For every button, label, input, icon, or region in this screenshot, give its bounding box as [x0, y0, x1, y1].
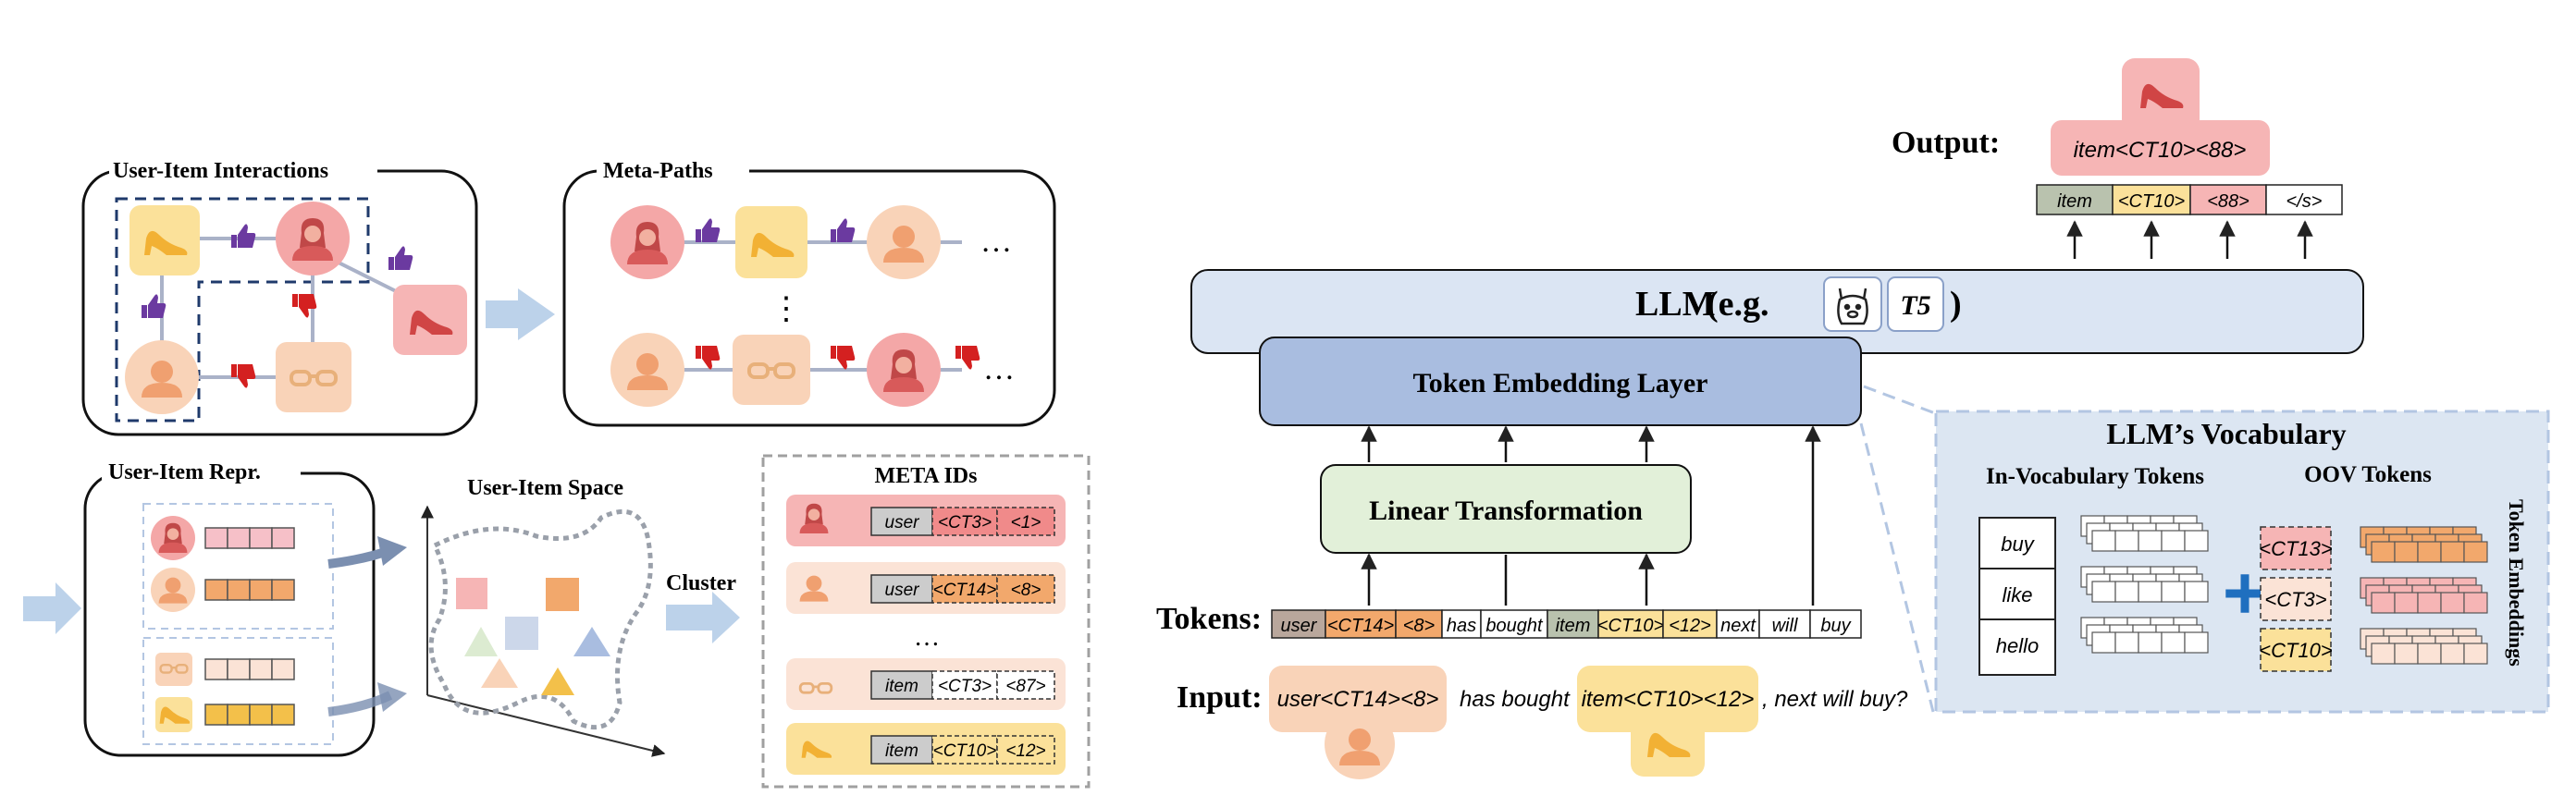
oov-word: <CT13> — [2259, 537, 2333, 560]
token-cell — [1809, 609, 1862, 639]
token-text: buy — [1820, 616, 1851, 636]
token-cell — [1758, 609, 1811, 639]
oov-word: <CT3> — [2264, 588, 2326, 611]
token-text: next — [1720, 616, 1756, 636]
plus-icon — [2225, 574, 2264, 613]
output-token — [2189, 184, 2267, 215]
in-vocab-word: like — [2002, 583, 2032, 606]
input-section: Input: user<CT14><8> has bought item<CT1… — [1177, 666, 1908, 779]
metapaths-title: Meta-Paths — [603, 159, 713, 183]
token-cell — [1480, 609, 1548, 639]
interactions-panel: User-Item Interactions — [81, 159, 478, 436]
output-item-box — [2051, 120, 2270, 176]
meta-id-index: <8> — [1011, 581, 1041, 600]
flow-arrow — [486, 288, 555, 340]
llm-label: LLM — [1635, 285, 1716, 324]
meta-ids-title: META IDs — [875, 464, 978, 488]
token-text: <12> — [1669, 616, 1711, 636]
llm-eg-close: ) — [1950, 285, 1962, 324]
meta-ids-panel: META IDs user <CT3> <1> user <CT14> <8> item <C… — [761, 454, 1091, 789]
output-token-text: <88> — [2207, 191, 2249, 212]
token-text: user — [1281, 616, 1318, 636]
input-end: , next will buy? — [1762, 687, 1908, 712]
token-text: <CT10> — [1597, 616, 1664, 636]
output-token — [2112, 184, 2191, 215]
space-title: User-Item Space — [467, 476, 623, 500]
repr-panel: User-Item Repr. — [83, 460, 407, 757]
token-cell — [1325, 609, 1397, 639]
input-label: Input: — [1177, 680, 1263, 715]
meta-id-index: <12> — [1005, 741, 1045, 761]
tokens-label: Tokens: — [1156, 602, 1262, 636]
output-token — [2265, 184, 2343, 215]
token-cell — [1716, 609, 1760, 639]
token-emb-label: Token Embeddings — [2505, 499, 2528, 667]
path-ellipsis: … — [980, 225, 1012, 259]
repr-title: User-Item Repr. — [108, 460, 261, 484]
meta-id-cluster: <CT14> — [933, 581, 997, 600]
meta-id-type: item — [885, 741, 918, 761]
interactions-title: User-Item Interactions — [113, 159, 328, 183]
input-item: item<CT10><12> — [1582, 687, 1755, 712]
vocabulary-panel: LLM’s Vocabulary In-Vocabulary Tokens OO… — [1934, 410, 2550, 714]
cluster-arrow — [666, 592, 740, 643]
output-section: Output: item<CT10><88> item<CT10><88></s… — [1892, 58, 2343, 215]
emb-label: Token Embedding Layer — [1413, 368, 1708, 398]
meta-id-type: user — [885, 513, 920, 533]
output-item: item<CT10><88> — [2074, 138, 2247, 163]
token-cell — [1395, 609, 1443, 639]
output-token-text: <CT10> — [2118, 191, 2185, 212]
linear-label: Linear Transformation — [1369, 496, 1643, 526]
input-user: user<CT14><8> — [1277, 687, 1439, 712]
oov-title: OOV Tokens — [2304, 462, 2432, 487]
llm-eg-open: (e.g. — [1707, 285, 1769, 324]
input-mid: has bought — [1460, 687, 1571, 712]
space-panel: User-Item Space — [421, 476, 666, 757]
meta-id-cluster: <CT3> — [938, 677, 992, 696]
output-token-text: item — [2057, 191, 2092, 212]
meta-id-index: <87> — [1005, 677, 1045, 696]
vocab-title: LLM’s Vocabulary — [2106, 417, 2346, 450]
path-ellipsis: … — [983, 352, 1015, 386]
in-vocab-word: hello — [1996, 634, 2039, 657]
meta-ellipsis: … — [914, 623, 940, 652]
flow-arrow — [23, 582, 81, 634]
token-text: has — [1447, 616, 1476, 636]
embedding-layer: Token Embedding Layer — [1259, 337, 1862, 426]
in-vocab-title: In-Vocabulary Tokens — [1986, 464, 2204, 489]
token-cell — [1597, 609, 1664, 639]
meta-id-index: <1> — [1011, 513, 1041, 533]
t5-icon — [1887, 276, 1944, 332]
output-label: Output: — [1892, 126, 2000, 160]
output-token-text: </s> — [2286, 191, 2323, 212]
meta-id-cluster: <CT10> — [933, 741, 997, 761]
meta-id-cluster: <CT3> — [938, 513, 992, 533]
oov-word: <CT10> — [2259, 639, 2333, 662]
meta-id-type: user — [885, 581, 920, 600]
meta-id-type: item — [885, 677, 918, 696]
path-vdots: ⋮ — [770, 292, 802, 326]
token-text: will — [1772, 616, 1798, 636]
token-text: <CT14> — [1327, 616, 1394, 636]
in-vocab-word: buy — [2001, 533, 2035, 556]
linear-transformation: Linear Transformation — [1320, 464, 1692, 554]
metapaths-panel: Meta-Paths … ⋮ … — [562, 159, 1056, 427]
t5-label: T5 — [1900, 290, 1930, 321]
token-text: <8> — [1403, 616, 1435, 636]
token-text: bought — [1485, 616, 1544, 636]
cluster-label: Cluster — [666, 571, 736, 595]
token-text: item — [1556, 616, 1591, 636]
llm-block: LLM (e.g. T5 ) — [1190, 269, 2364, 354]
